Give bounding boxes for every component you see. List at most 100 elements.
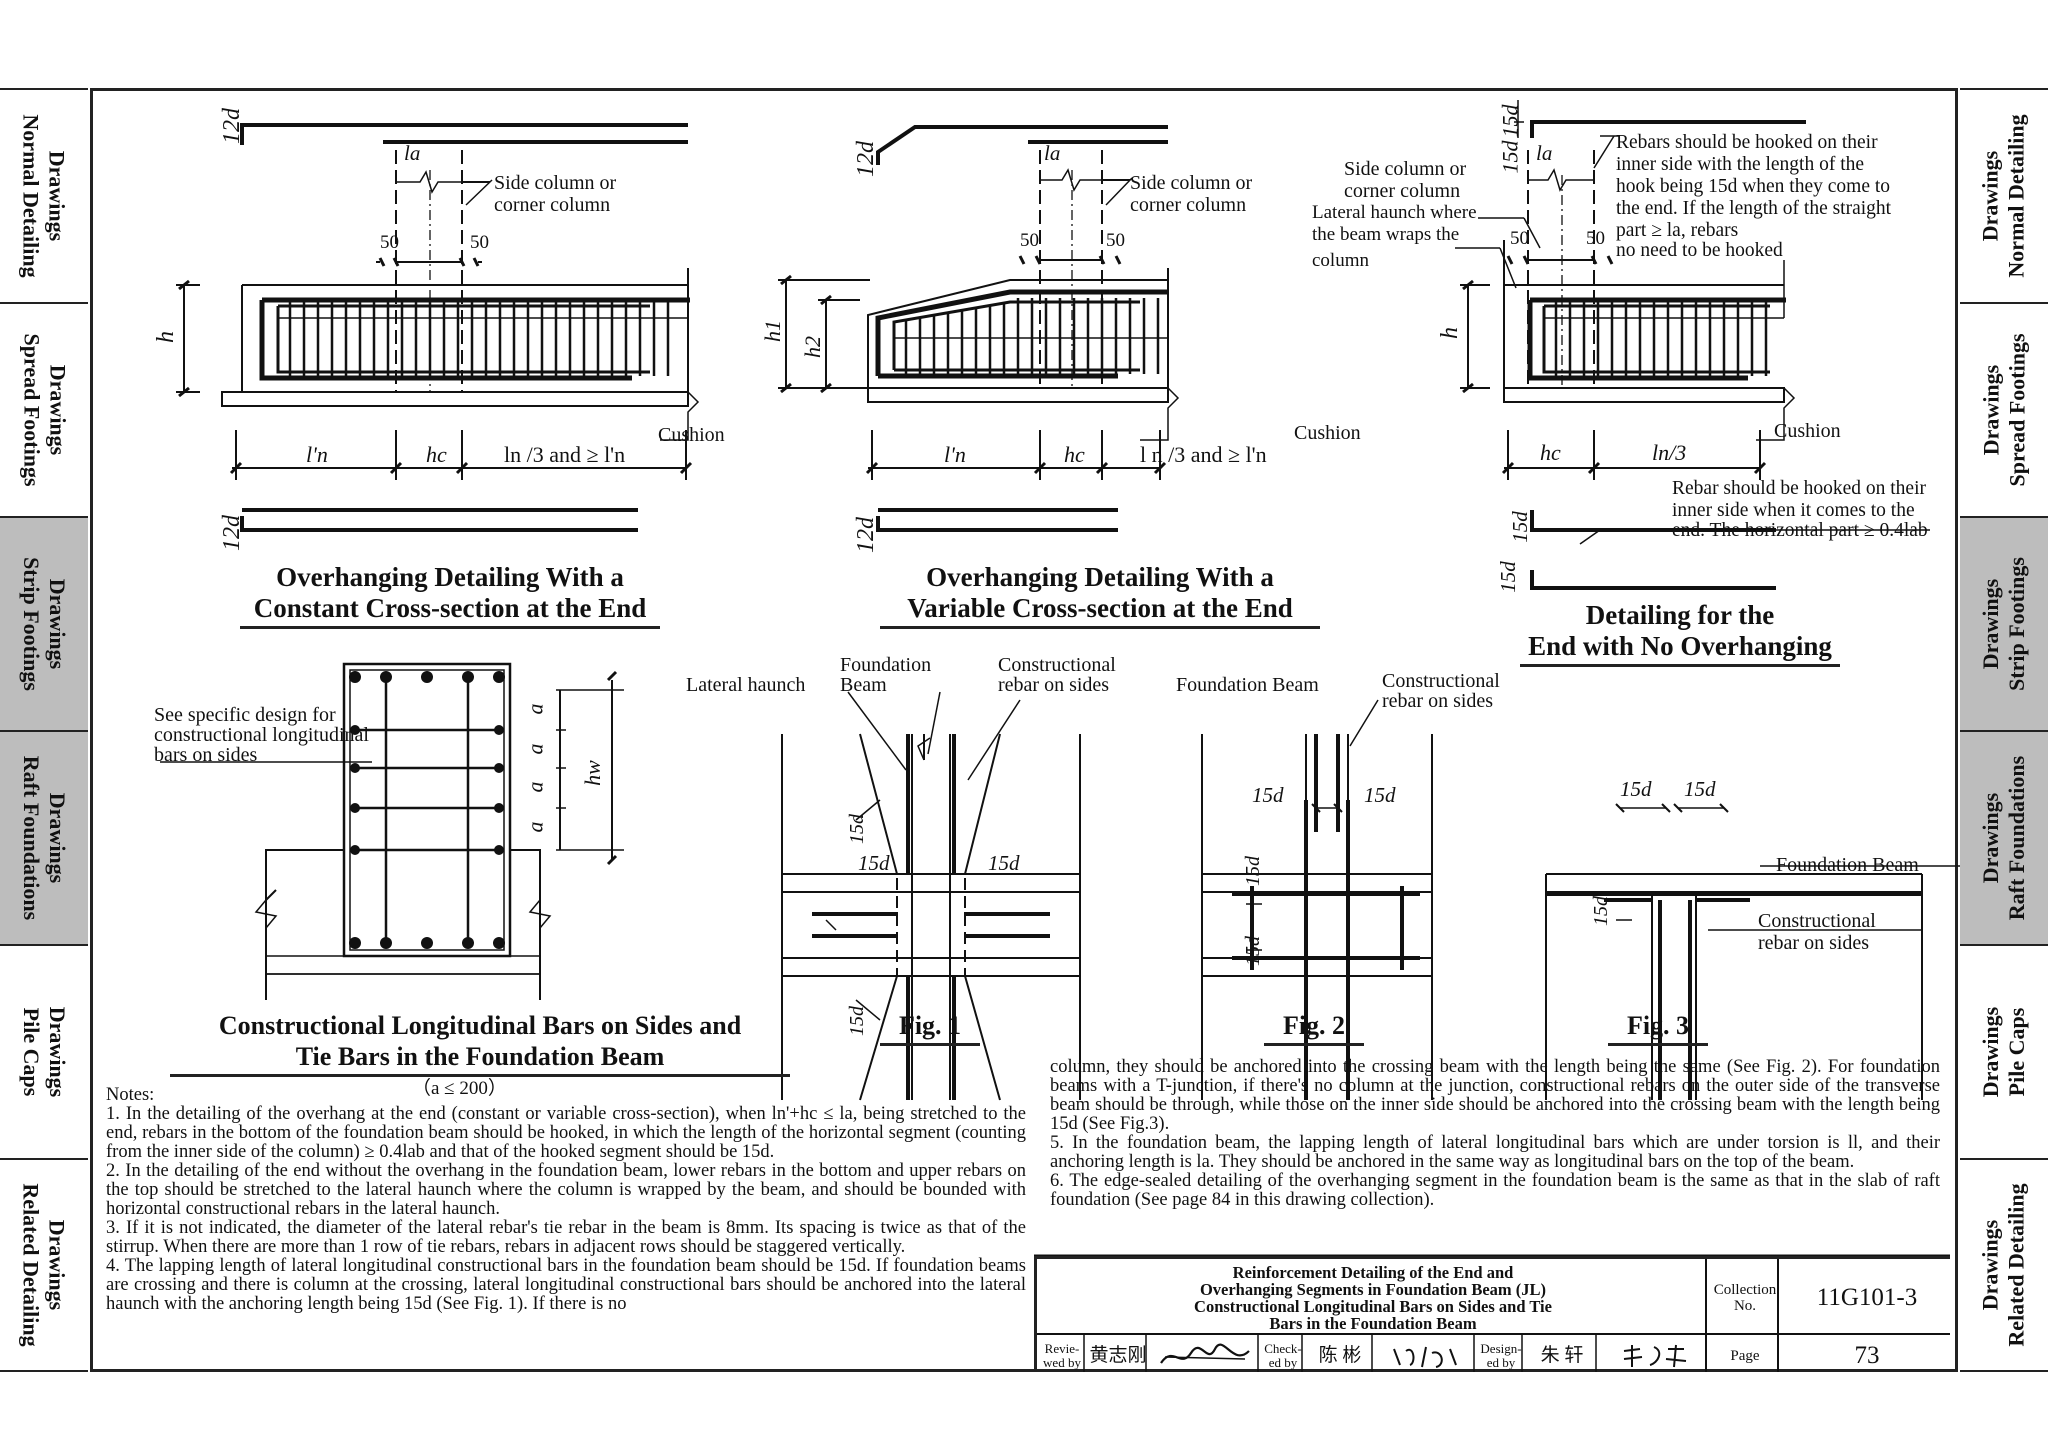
section-note-3: bars on sides (154, 744, 258, 766)
fig-c-note-5: part ≥ la, rebars (1616, 220, 1739, 241)
fig-b-la: la (1044, 141, 1061, 165)
fig-b-ln3: l n /3 and ≥ l'n (1140, 442, 1267, 467)
checked-label-line1: Check- (1264, 1341, 1302, 1356)
note-4: 4. The lapping length of lateral longitu… (106, 1256, 1026, 1314)
fig-a-ln-prime: l'n (306, 442, 328, 467)
page-label: Page (1730, 1348, 1760, 1364)
designed-label: Design- ed by (1477, 1337, 1525, 1375)
fig2-drawing (1201, 699, 1433, 1100)
title-block-title-line3: Constructional Longitudinal Bars on Side… (1194, 1297, 1552, 1316)
fig-c-note-b3: end. The horizontal part ≥ 0.4lab (1672, 520, 1928, 541)
note-3: 3. If it is not indicated, the diameter … (106, 1218, 1026, 1257)
collection-label-line2: No. (1733, 1298, 1757, 1314)
collection-number: 11G101-3 (1816, 1284, 1918, 1311)
fig-b-12d-top: 12d (853, 141, 879, 177)
fig2-caption: Fig. 2 (1264, 1010, 1364, 1046)
fig1-drawing (781, 691, 1081, 1101)
fig-a-side-column: Side column or (494, 172, 617, 194)
fig-a-h: h (153, 331, 179, 343)
fig-c-la: la (1536, 141, 1553, 165)
fig1-constr-1: Constructional (998, 654, 1116, 676)
fig-c-haunch-3: column (1312, 250, 1369, 271)
notes-left: Notes: 1. In the detailing of the overha… (106, 1086, 1026, 1314)
section-a-4: a (522, 821, 548, 833)
fig-c-title-line1: Detailing for the (1585, 600, 1775, 630)
designer-name: 朱 轩 (1540, 1345, 1584, 1366)
checker-signature (1375, 1337, 1477, 1375)
fig-b-50-left: 50 (1020, 230, 1039, 251)
fig-a-ln3: ln /3 and ≥ l'n (504, 442, 626, 467)
fig-b-50-right: 50 (1106, 230, 1125, 251)
notes-heading: Notes: (106, 1085, 155, 1105)
title-block-title-line2: Overhanging Segments in Foundation Beam … (1199, 1280, 1547, 1299)
fig1-foundation-2: Beam (840, 674, 887, 696)
designer-signature (1599, 1337, 1709, 1375)
checked-label: Check- ed by (1261, 1337, 1305, 1375)
checker-signature-mark (1393, 1346, 1457, 1368)
fig-b-h2: h2 (800, 336, 825, 358)
fig-c-title: Detailing for the End with No Overhangin… (1520, 600, 1840, 667)
fig-c-50-right: 50 (1586, 228, 1605, 249)
fig-c-note-4: the end. If the length of the straight (1616, 198, 1892, 219)
fig1-foundation-1: Foundation (840, 654, 932, 676)
fig-c-drawing (1455, 100, 1930, 590)
fig-a-drawing (176, 123, 700, 532)
section-a-1: a (522, 703, 548, 715)
fig3-drawing (1545, 803, 1960, 1100)
fig-a-corner-column: corner column (494, 194, 611, 216)
fig-c-h: h (1437, 327, 1463, 339)
section-title-line1: Constructional Longitudinal Bars on Side… (218, 1011, 742, 1040)
fig2-constr-1: Constructional (1382, 670, 1500, 692)
fig-c-15d-top2: 15d (1497, 140, 1523, 174)
section-caption: （a ≤ 200） (412, 1078, 507, 1099)
section-title: Constructional Longitudinal Bars on Side… (170, 1010, 790, 1077)
fig-b-side-column: Side column or (1130, 172, 1253, 194)
fig3-caption-text: Fig. 3 (1608, 1010, 1708, 1046)
collection-label: Collection No. (1709, 1259, 1781, 1337)
fig1-15d-2: 15d (858, 851, 890, 875)
page-number: 73 (1854, 1342, 1880, 1369)
designed-label-line1: Design- (1480, 1341, 1522, 1356)
section-rebar-dots (349, 671, 505, 949)
fig1-15d-4: 15d (846, 1006, 868, 1036)
note-5: 5. In the foundation beam, the lapping l… (1050, 1133, 1940, 1172)
fig1-15d-1: 15d (846, 814, 868, 844)
title-block-title-line4: Bars in the Foundation Beam (1269, 1314, 1477, 1333)
fig-b-drawing (778, 125, 1180, 532)
fig-a-title-line1: Overhanging Detailing With a (276, 562, 624, 592)
fig3-15d-3: 15d (1590, 896, 1612, 926)
drawing-frame (90, 88, 1958, 1372)
fig-c-note-3: hook being 15d when they come to (1616, 176, 1891, 197)
fig1-15d-3: 15d (988, 851, 1020, 875)
section-note-1: See specific design for (154, 704, 336, 726)
fig2-constr-2: rebar on sides (1382, 690, 1494, 712)
fig-c-15d-top: 15d (1497, 104, 1523, 138)
fig-a-hc: hc (426, 442, 447, 467)
fig2-15d-1: 15d (1252, 783, 1284, 807)
fig-a-la: la (404, 141, 421, 165)
fig3-caption: Fig. 3 (1608, 1010, 1708, 1046)
fig-c-corner-column: corner column (1344, 180, 1461, 202)
fig-a-cushion: Cushion (658, 424, 725, 446)
fig-b-title-line2: Variable Cross-section at the End (880, 593, 1320, 629)
notes-right: column, they should be anchored into the… (1050, 1058, 1940, 1210)
fig2-foundation-beam: Foundation Beam (1176, 674, 1319, 696)
fig3-15d-1: 15d (1620, 777, 1652, 801)
checker-name: 陈 彬 (1318, 1345, 1362, 1366)
fig-b-hc: hc (1064, 442, 1085, 467)
fig-a-50-right: 50 (470, 232, 489, 253)
fig-b-title-line1: Overhanging Detailing With a (926, 562, 1274, 592)
fig1-constr-2: rebar on sides (998, 674, 1110, 696)
